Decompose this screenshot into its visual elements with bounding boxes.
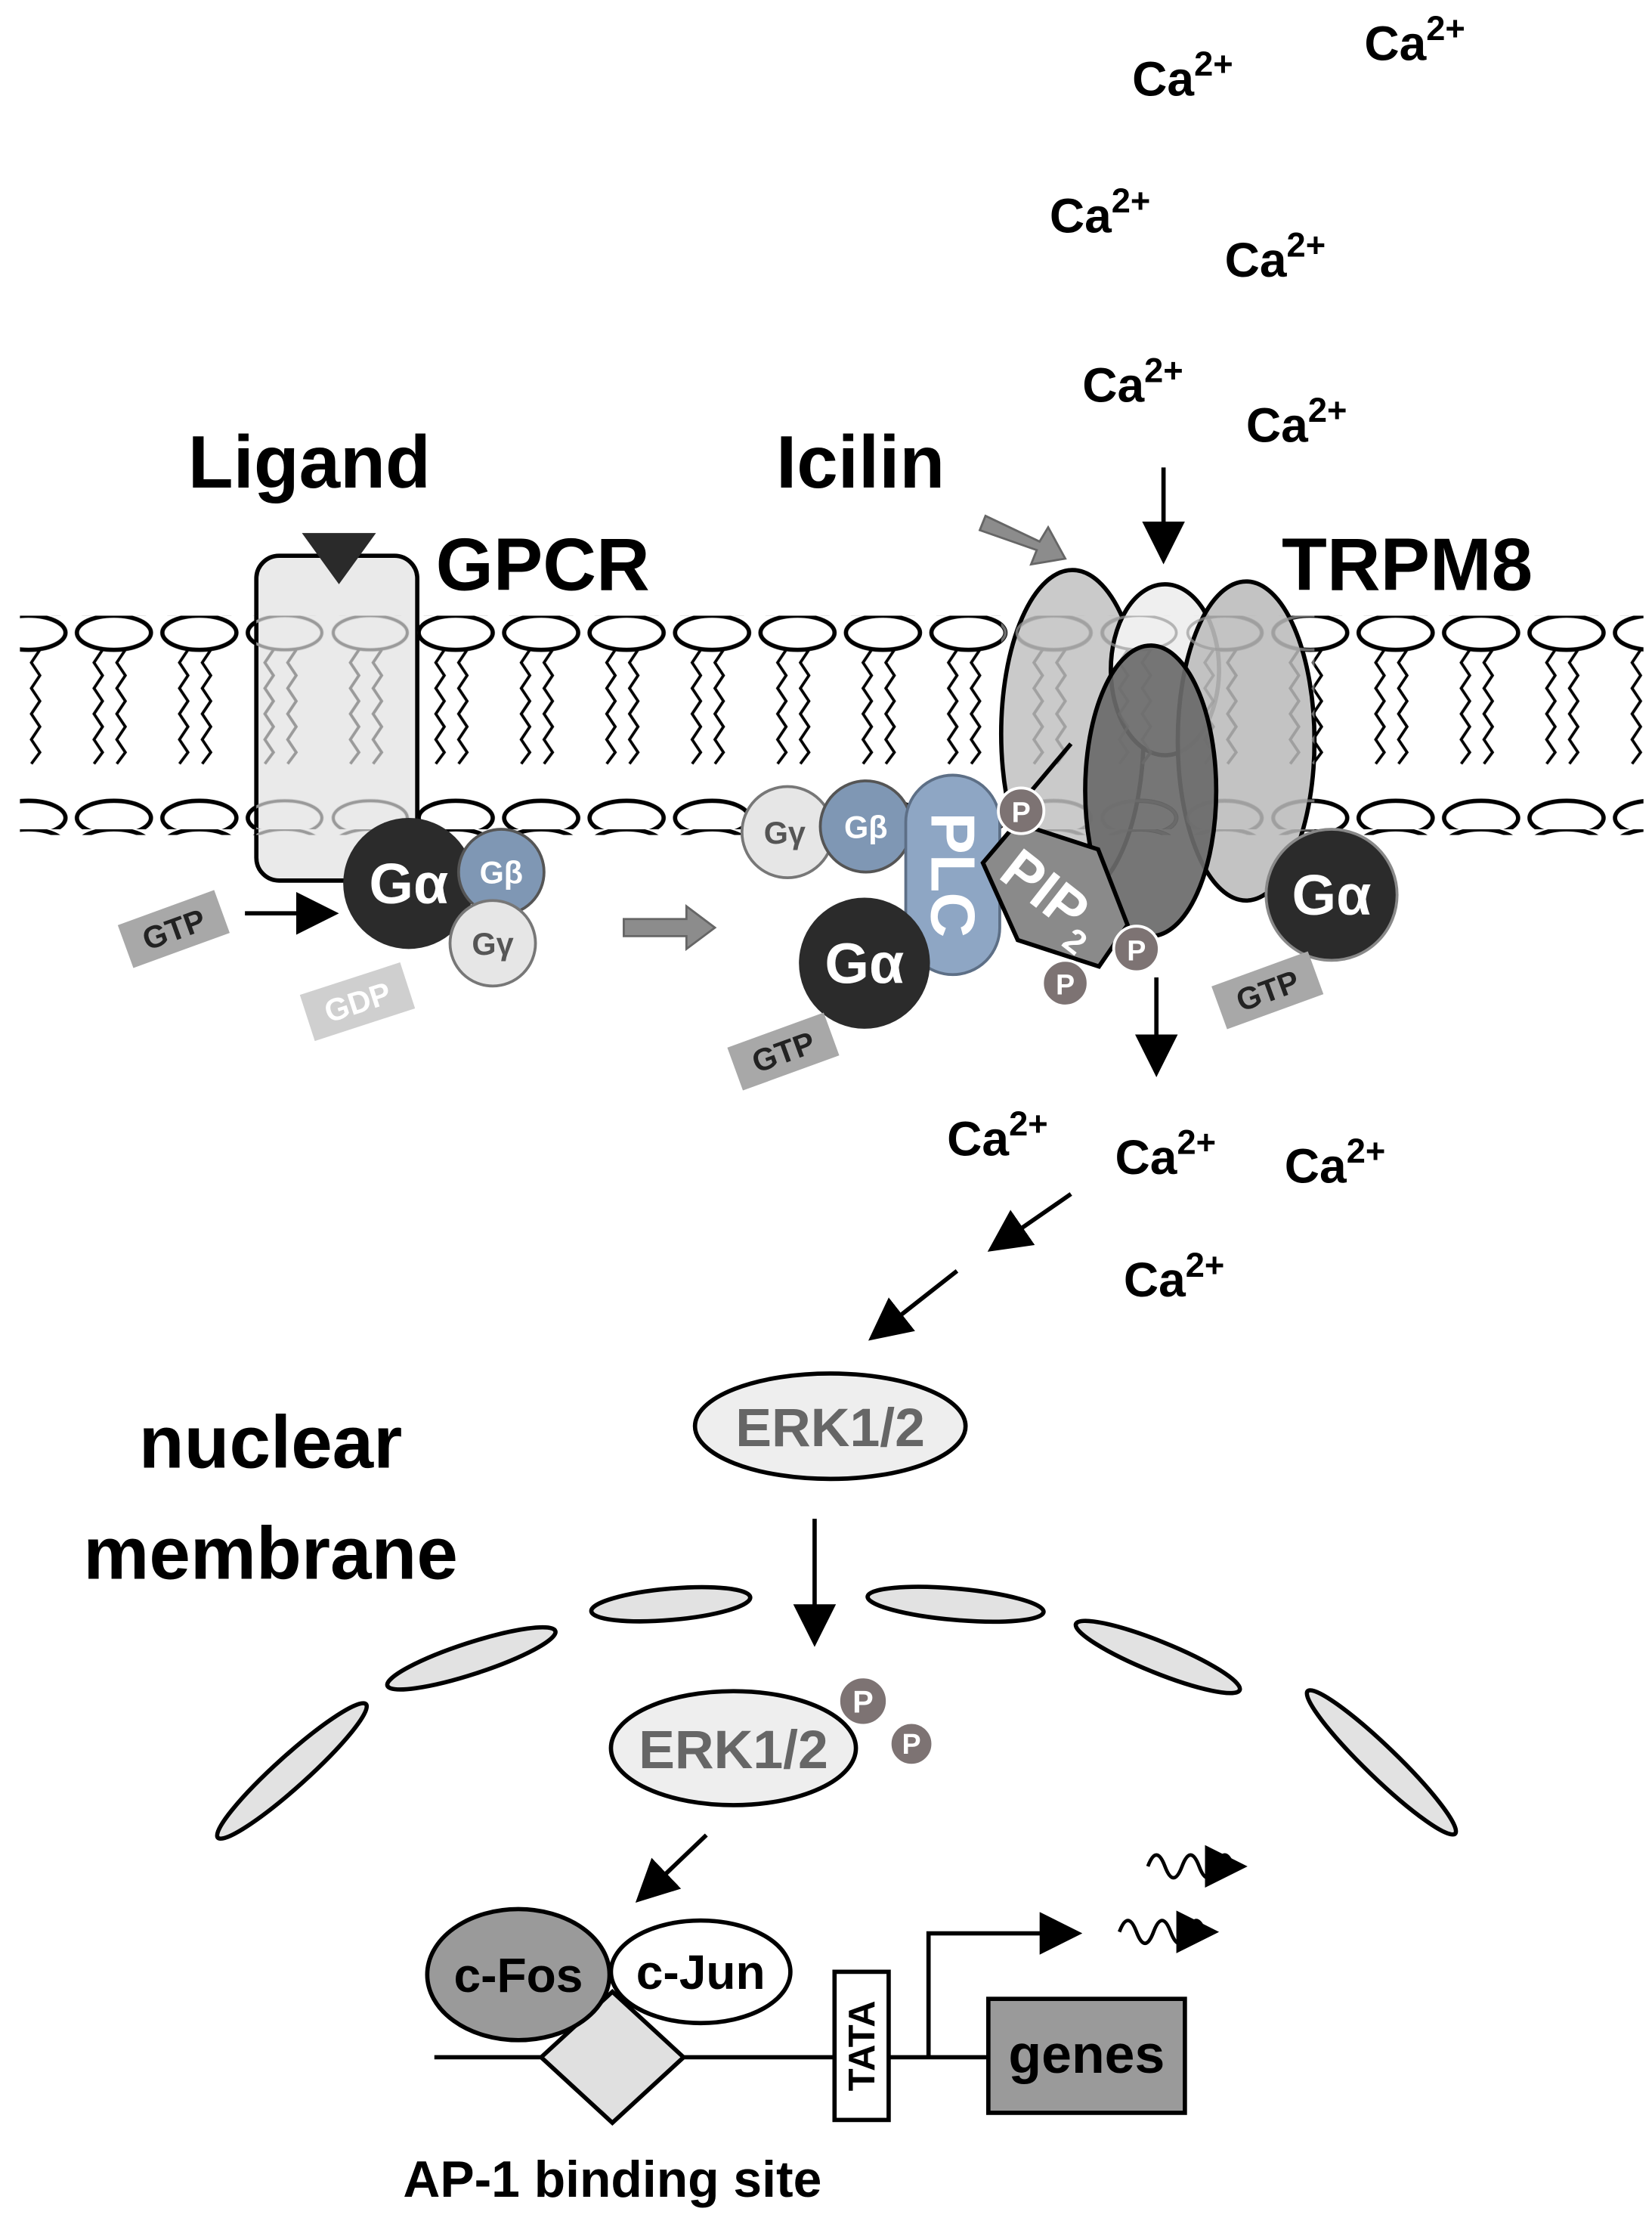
erk-cytoplasmic: ERK1/2: [692, 1371, 968, 1482]
svg-text:c-Fos: c-Fos: [454, 1948, 583, 2002]
calcium-ion: Ca2+: [1285, 1132, 1385, 1193]
gpcr-label: GPCR: [436, 522, 650, 606]
cascade-arrow: [987, 1192, 1072, 1252]
nuclear-label-line2: membrane: [83, 1511, 458, 1594]
extracellular-calcium-ions: Ca2+ Ca2+ Ca2+ Ca2+ Ca2+ Ca2+: [1050, 9, 1465, 452]
calcium-ion: Ca2+: [1082, 351, 1183, 412]
svg-text:P: P: [1056, 969, 1075, 1001]
ligand-triangle: [302, 533, 376, 584]
calcium-ion: Ca2+: [1225, 225, 1326, 287]
calcium-ion: Ca2+: [1364, 9, 1465, 70]
trpm8-g-alpha: Gα: [1264, 828, 1399, 962]
trpm8-channel: [998, 568, 1317, 939]
g-beta-label: Gβ: [480, 855, 524, 890]
g-alpha-subunit: [343, 817, 475, 949]
svg-text:P: P: [902, 1728, 920, 1760]
icilin-label: Icilin: [776, 420, 945, 503]
ap1-activation-arrow: [635, 1833, 708, 1903]
nuclear-label-line1: nuclear: [139, 1400, 403, 1483]
calcium-ion: Ca2+: [1246, 391, 1347, 452]
intracellular-calcium-ions: Ca2+ Ca2+ Ca2+ Ca2+: [947, 1104, 1385, 1307]
g-gamma-label: Gγ: [764, 815, 806, 850]
phosphate-group: [997, 786, 1046, 835]
g-gamma-label: Gγ: [472, 926, 513, 962]
gtp-tag-right: GTP: [1211, 951, 1324, 1030]
gtp-tag-middle: GTP: [727, 1012, 840, 1091]
icilin-arrow: [978, 514, 1067, 566]
g-gamma-subunit: [448, 899, 537, 988]
phosphate-group: [1041, 959, 1090, 1008]
cascade-arrow: [868, 1269, 959, 1341]
calcium-ion: Ca2+: [1050, 181, 1150, 243]
calcium-ion: Ca2+: [1124, 1246, 1224, 1307]
ligand-label: Ligand: [188, 420, 431, 503]
calcium-ion: Ca2+: [947, 1104, 1047, 1166]
svg-text:genes: genes: [1008, 2024, 1165, 2085]
genes-box: genes: [986, 1996, 1187, 2115]
nuclear-membrane: [215, 1584, 1459, 1841]
g-alpha-subunit: [799, 897, 930, 1029]
svg-text:ERK1/2: ERK1/2: [639, 1720, 828, 1780]
svg-text:P: P: [1127, 934, 1146, 966]
activation-arrow: [622, 903, 717, 952]
gtp-tag-left: GTP: [117, 890, 230, 968]
erk-phosphorylated: ERK1/2 P P: [608, 1675, 935, 1807]
svg-text:c-Jun: c-Jun: [636, 1945, 766, 1999]
ap1-binding-site-label: AP-1 binding site: [403, 2151, 821, 2208]
svg-text:ERK1/2: ERK1/2: [735, 1398, 925, 1458]
svg-text:Gα: Gα: [1292, 863, 1372, 927]
mrna-transcripts: [1117, 1844, 1248, 1953]
g-alpha-label: Gα: [369, 852, 448, 915]
tata-box: TATA: [832, 1969, 891, 2123]
trpm8-label: TRPM8: [1282, 522, 1533, 606]
pip2: PIP2 P P P: [980, 742, 1161, 1008]
calcium-ion: Ca2+: [1115, 1123, 1216, 1185]
gpcr-g-protein-complex: Gα Gβ Gγ: [343, 817, 546, 988]
plc-label: PLC: [917, 812, 988, 937]
cjun-protein: c-Jun: [608, 1918, 793, 2026]
calcium-ion: Ca2+: [1132, 45, 1233, 106]
gpcr-receptor: [254, 533, 419, 883]
g-alpha-label: Gα: [824, 932, 904, 996]
svg-text:P: P: [1012, 797, 1031, 829]
svg-text:TATA: TATA: [842, 2001, 883, 2092]
transcription-start-arrow: [926, 1912, 1083, 2058]
gdp-tag: GDP: [299, 962, 416, 1042]
phosphate-group: [1112, 925, 1161, 974]
plc-complex: Gγ Gβ PLC Gα: [740, 773, 1001, 1029]
g-beta-label: Gβ: [844, 809, 888, 844]
svg-text:P: P: [852, 1683, 874, 1719]
cfos-protein: c-Fos: [425, 1906, 612, 2043]
